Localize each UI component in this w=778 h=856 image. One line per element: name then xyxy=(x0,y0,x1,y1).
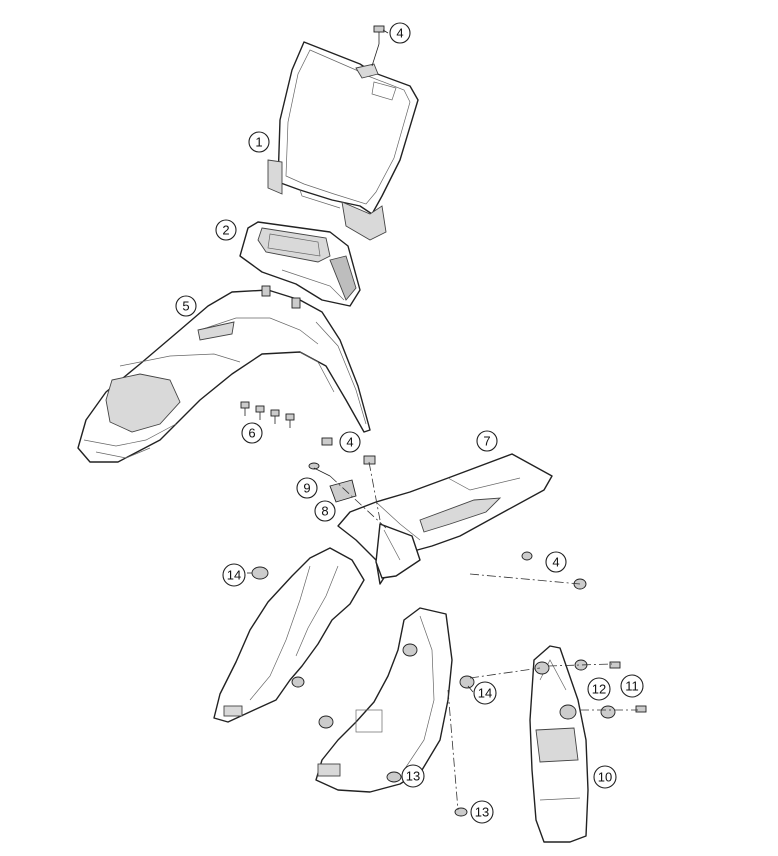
rear-fender xyxy=(337,453,553,585)
callout-8: 8 xyxy=(314,500,336,522)
callout-4-top: 4 xyxy=(389,22,411,44)
callout-4-mid: 4 xyxy=(339,431,361,453)
callout-14-right: 14 xyxy=(473,681,497,705)
svg-text:13: 13 xyxy=(475,805,489,820)
screw-9 xyxy=(308,462,331,477)
callout-11: 11 xyxy=(620,674,644,698)
callout-6: 6 xyxy=(241,422,263,444)
clip-set xyxy=(240,401,295,428)
callout-13-bottom: 13 xyxy=(470,800,494,824)
assembly-lines xyxy=(329,461,638,811)
svg-text:10: 10 xyxy=(598,770,612,785)
callout-5: 5 xyxy=(175,295,197,317)
callout-12: 12 xyxy=(587,677,611,701)
screw-top xyxy=(371,25,385,67)
start-number-plate xyxy=(267,41,419,241)
svg-text:4: 4 xyxy=(396,26,403,41)
front-fender xyxy=(77,285,371,463)
callout-10: 10 xyxy=(593,765,617,789)
svg-text:2: 2 xyxy=(222,223,229,238)
side-panel-left xyxy=(213,547,365,723)
callout-14-left: 14 xyxy=(222,563,246,587)
callout-2: 2 xyxy=(215,219,237,241)
number-plate-holder xyxy=(239,221,361,307)
svg-text:8: 8 xyxy=(321,504,328,519)
svg-text:12: 12 xyxy=(592,682,606,697)
callout-9: 9 xyxy=(296,477,318,499)
washer-12 xyxy=(574,659,616,719)
svg-text:4: 4 xyxy=(552,555,559,570)
svg-text:11: 11 xyxy=(625,679,639,694)
bushing-14-left xyxy=(251,566,269,580)
callout-1: 1 xyxy=(248,131,270,153)
callout-13-mid: 13 xyxy=(401,764,425,788)
callout-leaders xyxy=(247,29,474,693)
svg-text:9: 9 xyxy=(303,481,310,496)
side-panel-right xyxy=(315,607,453,793)
svg-text:13: 13 xyxy=(406,769,420,784)
screw-11 xyxy=(609,661,647,713)
callout-7: 7 xyxy=(476,430,498,452)
bushing-14-right xyxy=(459,675,475,689)
svg-text:6: 6 xyxy=(248,426,255,441)
svg-text:14: 14 xyxy=(227,568,241,583)
svg-text:4: 4 xyxy=(346,435,353,450)
screw-mid xyxy=(321,437,333,446)
callout-4-right: 4 xyxy=(545,551,567,573)
side-number-plate xyxy=(529,645,589,843)
svg-text:7: 7 xyxy=(483,434,490,449)
svg-text:14: 14 xyxy=(478,686,492,701)
svg-text:1: 1 xyxy=(255,135,262,150)
screw-13-mid xyxy=(386,771,402,783)
screw-13-bottom xyxy=(454,807,468,817)
svg-text:5: 5 xyxy=(182,299,189,314)
nut-8 xyxy=(329,479,357,503)
